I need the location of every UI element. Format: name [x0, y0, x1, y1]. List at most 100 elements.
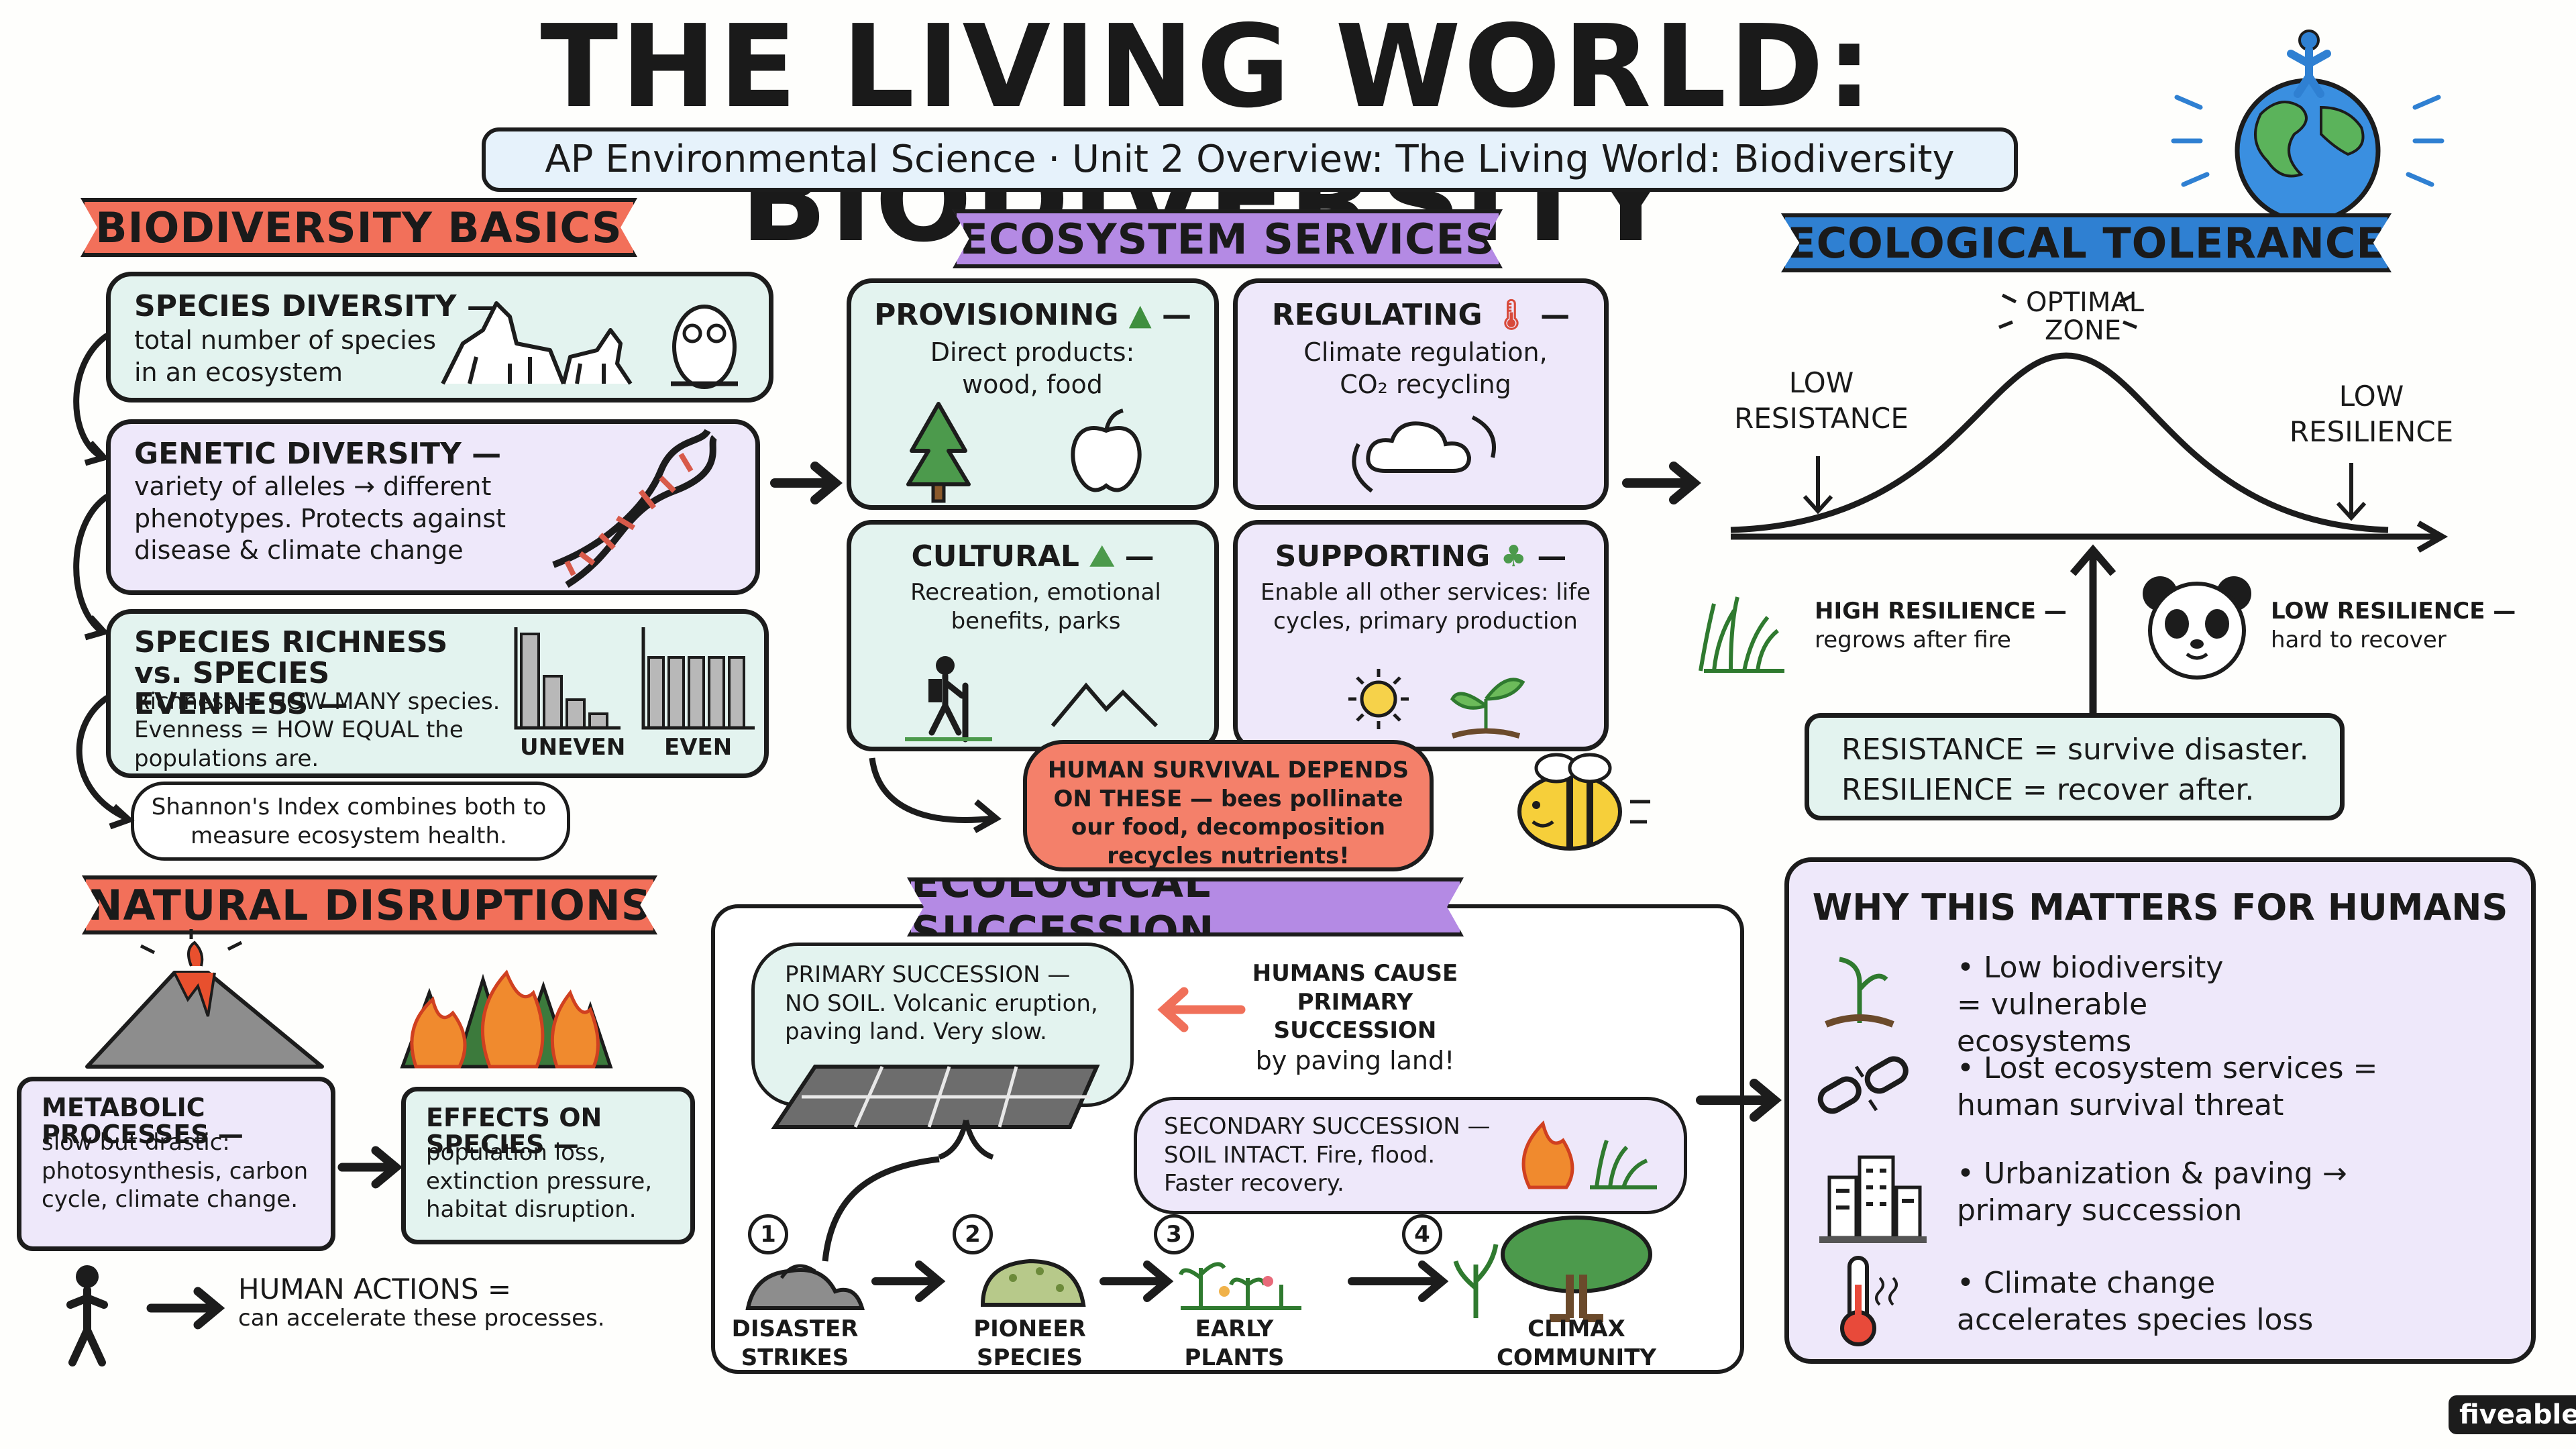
- volcano-icon: [85, 929, 324, 1069]
- metabolic-title: METABOLIC PROCESSES —: [42, 1093, 244, 1149]
- wildfire-icon: [400, 969, 613, 1069]
- cultural-body: Recreation, emotional benefits, parks: [910, 579, 1161, 635]
- subtitle-box: AP Environmental Science · Unit 2 Overvi…: [482, 127, 2018, 192]
- low-resistance-label: LOW RESISTANCE: [1734, 366, 1909, 435]
- effects-on-species-card: EFFECTS ON SPECIES — population loss, ex…: [401, 1087, 695, 1244]
- arrow-services-to-tolerance: [1622, 462, 1701, 504]
- banner-ecosystem-services: ECOSYSTEM SERVICES: [953, 209, 1503, 268]
- evenness-line: Evenness = HOW EQUAL the populations are…: [134, 716, 464, 772]
- mountain-icon: ⛰: [1089, 539, 1115, 574]
- resistance-definition: RESISTANCE = survive disaster.: [1841, 733, 2309, 767]
- page-title: THE LIVING WORLD: BIODIVERSITY: [540, 1, 1875, 268]
- arrow-step-1-to-2: [871, 1260, 946, 1302]
- genetic-diversity-body: variety of alleles → different phenotype…: [134, 472, 506, 565]
- human-actions-text: HUMAN ACTIONS = can accelerate these pro…: [238, 1273, 641, 1333]
- wolf-fox-owl-icon: [441, 301, 738, 389]
- subtitle-text: AP Environmental Science · Unit 2 Overvi…: [545, 138, 1955, 181]
- pine-tree-icon: ▲: [1128, 298, 1152, 332]
- step-label: EARLY PLANTS: [1184, 1316, 1285, 1371]
- bar: [588, 712, 608, 729]
- effects-body: population loss, extinction pressure, ha…: [426, 1139, 653, 1223]
- arrow-metabolic-to-effects: [337, 1146, 403, 1189]
- provisioning-card: PROVISIONING ▲ — Direct products: wood, …: [847, 278, 1219, 510]
- why-item-2: • Lost ecosystem services = human surviv…: [1957, 1051, 2378, 1122]
- human-actions-body: can accelerate these processes.: [238, 1305, 605, 1332]
- bar: [728, 656, 745, 729]
- provisioning-body: Direct products: wood, food: [930, 337, 1135, 399]
- regulating-title: REGULATING 🌡 —: [1271, 298, 1570, 332]
- uneven-bar-chart: [514, 627, 621, 730]
- why-matters-card: WHY THIS MATTERS FOR HUMANS • Low biodiv…: [1784, 857, 2536, 1364]
- hot-thermometer-icon: [1840, 1256, 1898, 1346]
- optimal-zone-label: OPTIMAL ZONE: [2026, 287, 2144, 346]
- sprout-icon: ♣: [1500, 539, 1527, 574]
- arrow-humans-cause: [1157, 987, 1246, 1032]
- species-diversity-card: SPECIES DIVERSITY — total number of spec…: [106, 272, 773, 402]
- secondary-succession-text: SECONDARY SUCCESSION — SOIL INTACT. Fire…: [1164, 1113, 1491, 1197]
- banner-natural-disruptions: NATURAL DISRUPTIONS: [82, 875, 657, 934]
- shannon-index-bubble: Shannon's Index combines both to measure…: [131, 782, 570, 861]
- regulating-body: Climate regulation, CO₂ recycling: [1303, 337, 1548, 399]
- globe-icon: [2171, 30, 2445, 224]
- resistance-up-arrow: [2070, 544, 2116, 714]
- succession-step-2: 2 PIONEER SPECIES: [953, 1214, 1107, 1371]
- dna-icon: [552, 429, 718, 588]
- richness-evenness-card: SPECIES RICHNESS vs. SPECIES EVENNESS — …: [106, 609, 769, 778]
- rocks-icon: [745, 1264, 865, 1310]
- city-buildings-icon: [1819, 1155, 1927, 1243]
- supporting-body: Enable all other services: life cycles, …: [1260, 579, 1591, 635]
- low-resilience-text: LOW RESILIENCE — hard to recover: [2271, 597, 2526, 654]
- cultural-title: CULTURAL ⛰ —: [911, 539, 1155, 574]
- cloud-cycle-icon: [1352, 415, 1496, 493]
- thermometer-icon: 🌡: [1492, 298, 1530, 332]
- species-diversity-body: total number of species in an ecosystem: [134, 325, 436, 387]
- metabolic-processes-card: METABOLIC PROCESSES — slow but drastic: …: [17, 1077, 335, 1251]
- fire-grass-icon: [1521, 1120, 1657, 1189]
- humans-cause-sub: by paving land!: [1255, 1045, 1455, 1075]
- broken-chain-icon: [1817, 1056, 1909, 1114]
- bar: [708, 656, 725, 729]
- bar: [566, 698, 586, 729]
- arrow-step-3-to-4: [1348, 1260, 1449, 1302]
- humans-cause-title: HUMANS CAUSE PRIMARY SUCCESSION: [1252, 960, 1458, 1044]
- cultural-card: CULTURAL ⛰ — Recreation, emotional benef…: [847, 520, 1219, 751]
- high-resilience-text: HIGH RESILIENCE — regrows after fire: [1815, 597, 2096, 654]
- paved-lot-icon: [771, 1065, 1100, 1129]
- step-number-badge: 3: [1154, 1214, 1194, 1254]
- bar: [543, 675, 563, 729]
- supporting-title: SUPPORTING ♣ —: [1275, 539, 1567, 574]
- banner-biodiversity-basics: BIODIVERSITY BASICS: [80, 198, 637, 257]
- human-actions-title: HUMAN ACTIONS =: [238, 1273, 512, 1305]
- resistance-resilience-card: RESISTANCE = survive disaster. RESILIENC…: [1805, 713, 2345, 820]
- step-number-badge: 4: [1402, 1214, 1442, 1254]
- succession-bracket-connector: [822, 1120, 994, 1262]
- richness-title: SPECIES RICHNESS vs. SPECIES EVENNESS —: [134, 625, 448, 722]
- basics-connector-arrows: [73, 333, 135, 830]
- why-matters-title: WHY THIS MATTERS FOR HUMANS: [1812, 886, 2508, 928]
- curved-arrow-to-human-survival: [869, 757, 1002, 833]
- arrow-succession-to-why: [1696, 1079, 1782, 1122]
- richness-line: Richness = HOW MANY species.: [134, 688, 500, 715]
- tolerance-curve: [1730, 293, 2449, 553]
- bee-icon: [1517, 753, 1650, 851]
- early-plants-icon: [1179, 1262, 1301, 1310]
- metabolic-body: slow but drastic: photosynthesis, carbon…: [42, 1129, 309, 1213]
- supporting-card: SUPPORTING ♣ — Enable all other services…: [1233, 520, 1609, 751]
- bar: [667, 656, 685, 729]
- climax-tree-icon: [1453, 1216, 1652, 1322]
- human-survival-text: HUMAN SURVIVAL DEPENDS ON THESE — bees p…: [1047, 757, 1409, 869]
- why-item-1: • Low biodiversity = vulnerable ecosyste…: [1957, 951, 2224, 1059]
- human-survival-bubble: HUMAN SURVIVAL DEPENDS ON THESE — bees p…: [1023, 740, 1434, 871]
- succession-step-4: 4 CLIMAX COMMUNITY: [1402, 1214, 1717, 1371]
- high-resilience-title: HIGH RESILIENCE —: [1815, 598, 2067, 625]
- high-resilience-body: regrows after fire: [1815, 626, 2011, 653]
- fiveable-logo: fiveable: [2449, 1395, 2576, 1434]
- primary-succession-text: PRIMARY SUCCESSION — NO SOIL. Volcanic e…: [785, 961, 1098, 1045]
- banner-ecological-succession: ECOLOGICAL SUCCESSION: [907, 877, 1464, 936]
- arrow-step-2-to-3: [1099, 1260, 1174, 1302]
- genetic-diversity-title: GENETIC DIVERSITY —: [134, 437, 502, 471]
- person-icon: [66, 1265, 108, 1366]
- banner-ecological-tolerance: ECOLOGICAL TOLERANCE: [1781, 213, 2392, 272]
- moss-rock-icon: [980, 1258, 1086, 1307]
- hiker-mountains-icon: [905, 656, 1159, 743]
